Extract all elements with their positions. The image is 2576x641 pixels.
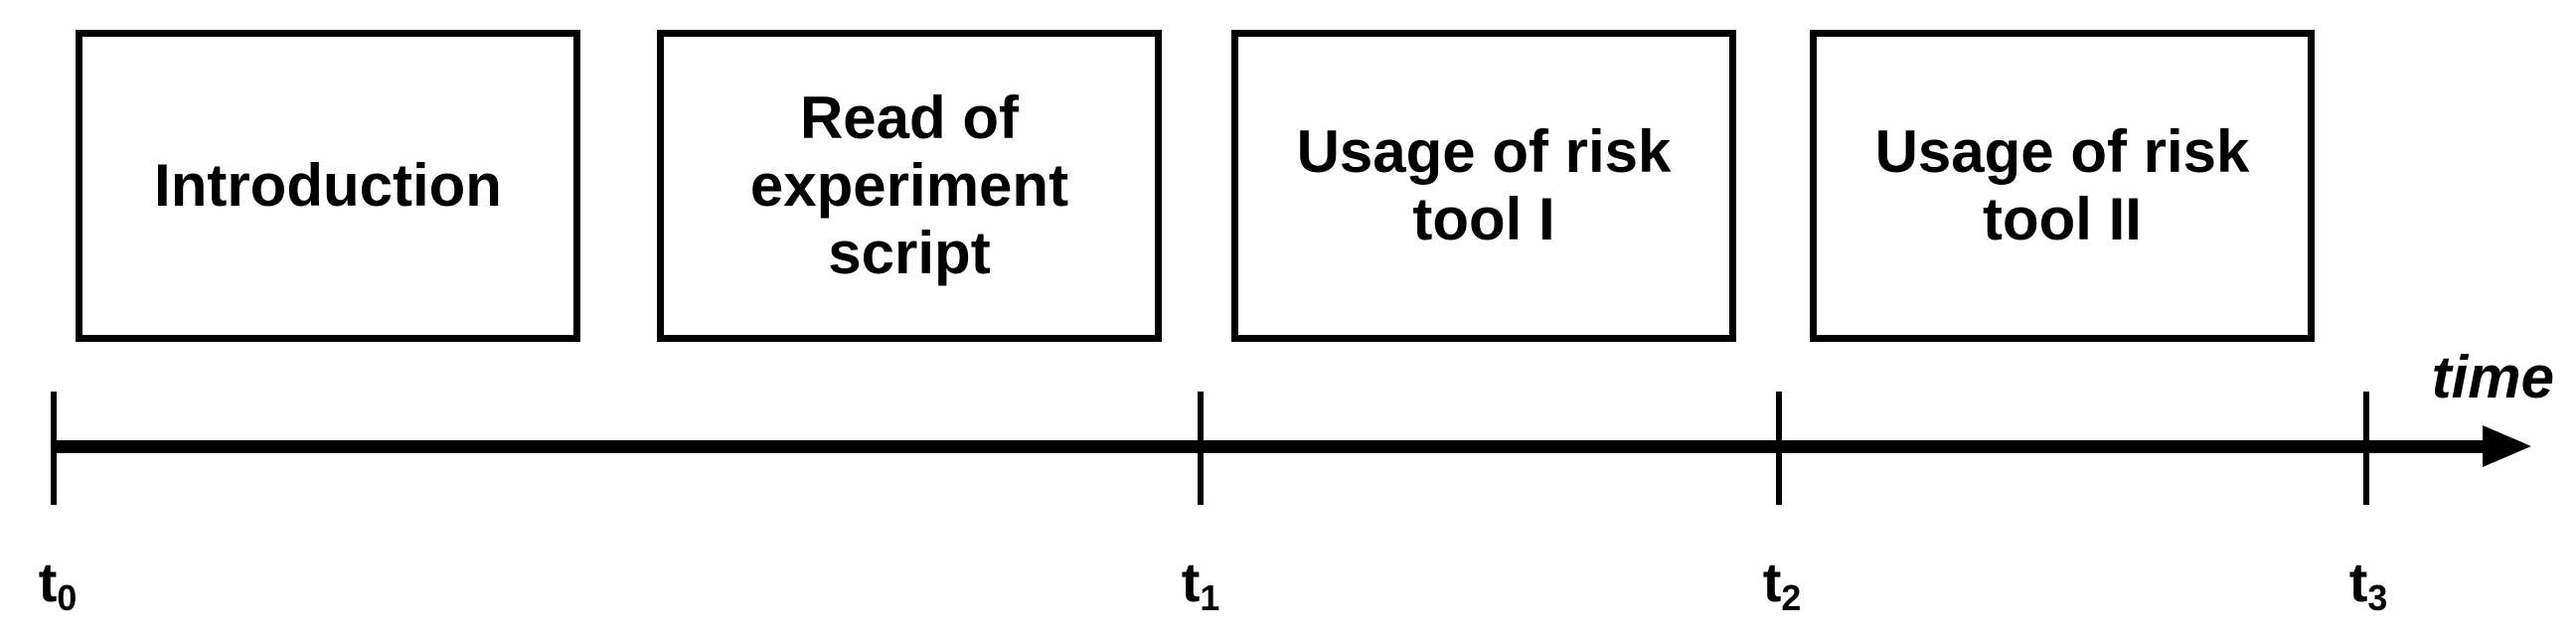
timeline-tick-t2 — [1776, 392, 1782, 505]
tick-subscript: 0 — [57, 577, 78, 618]
timeline-arrowhead-icon — [2483, 425, 2531, 467]
tick-label-t3: t3 — [2348, 551, 2388, 618]
timeline-tick-t0 — [51, 392, 57, 505]
stage-box-read-experiment-script: Read of experiment script — [657, 30, 1162, 342]
stage-box-introduction: Introduction — [76, 30, 580, 342]
timeline-tick-t3 — [2363, 392, 2369, 505]
stage-box-label: Usage of risk tool I — [1296, 118, 1672, 252]
tick-label-t1: t1 — [1181, 551, 1220, 618]
tick-subscript: 1 — [1200, 577, 1220, 618]
tick-subscript: 2 — [1781, 577, 1802, 618]
time-axis-label: time — [2431, 344, 2554, 410]
timeline-axis-line — [54, 440, 2489, 453]
stage-box-usage-risk-tool-2: Usage of risk tool II — [1810, 30, 2315, 342]
stage-box-label: Usage of risk tool II — [1874, 118, 2250, 252]
timeline-tick-t1 — [1198, 392, 1204, 505]
tick-label-t0: t0 — [38, 551, 78, 618]
tick-subscript: 3 — [2367, 577, 2388, 618]
stage-box-label: Introduction — [154, 152, 502, 219]
tick-label-t2: t2 — [1762, 551, 1802, 618]
stage-box-usage-risk-tool-1: Usage of risk tool I — [1231, 30, 1736, 342]
stage-box-label: Read of experiment script — [749, 84, 1069, 286]
